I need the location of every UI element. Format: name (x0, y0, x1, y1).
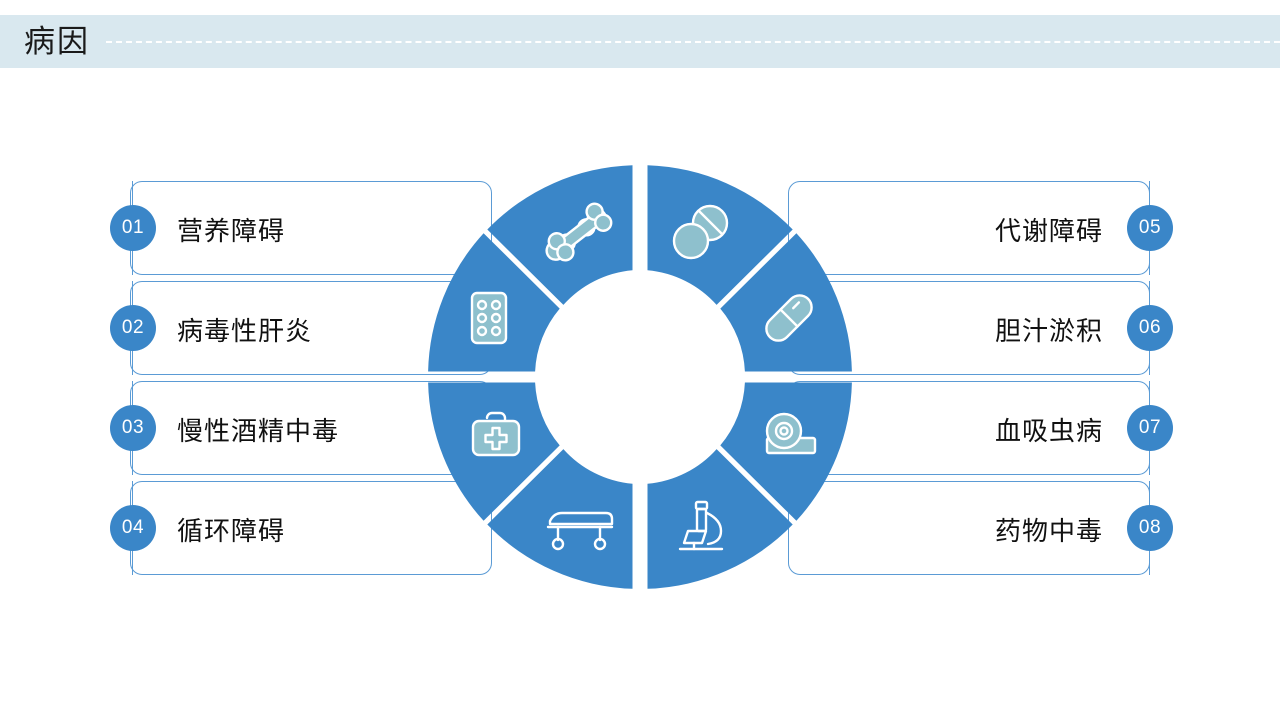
number-badge-03[interactable]: 03 (110, 405, 156, 451)
item-label-04: 循环障碍 (177, 515, 286, 546)
number-badge-07[interactable]: 07 (1127, 405, 1173, 451)
donut-segment-01[interactable] (487, 165, 633, 305)
number-badge-04[interactable]: 04 (110, 505, 156, 551)
stretcher-icon (546, 511, 614, 551)
item-label-02: 病毒性肝炎 (177, 315, 313, 346)
item-box-01[interactable]: 营养障碍 (130, 181, 492, 275)
bone-icon (545, 202, 613, 262)
item-label-05: 代谢障碍 (994, 215, 1103, 246)
tablets-icon (672, 204, 729, 260)
item-box-03[interactable]: 慢性酒精中毒 (130, 381, 492, 475)
donut-center-hole (535, 272, 745, 482)
microscope-icon (678, 500, 724, 551)
item-box-04[interactable]: 循环障碍 (130, 481, 492, 575)
donut-segment-08[interactable] (647, 449, 793, 589)
item-box-06[interactable]: 胆汁淤积 (788, 281, 1150, 375)
item-box-07[interactable]: 血吸虫病 (788, 381, 1150, 475)
number-badge-01[interactable]: 01 (110, 205, 156, 251)
page-title: 病因 (24, 24, 90, 59)
item-label-03: 慢性酒精中毒 (177, 415, 340, 446)
item-box-05[interactable]: 代谢障碍 (788, 181, 1150, 275)
item-label-01: 营养障碍 (177, 215, 286, 246)
header-dashed-rule (106, 41, 1280, 43)
donut-segment-04[interactable] (487, 449, 633, 589)
number-badge-05[interactable]: 05 (1127, 205, 1173, 251)
number-badge-06[interactable]: 06 (1127, 305, 1173, 351)
item-box-08[interactable]: 药物中毒 (788, 481, 1150, 575)
item-label-08: 药物中毒 (994, 515, 1103, 546)
number-badge-08[interactable]: 08 (1127, 505, 1173, 551)
item-label-06: 胆汁淤积 (994, 315, 1103, 346)
donut-segment-05[interactable] (647, 165, 793, 305)
item-box-02[interactable]: 病毒性肝炎 (130, 281, 492, 375)
number-badge-02[interactable]: 02 (110, 305, 156, 351)
item-label-07: 血吸虫病 (994, 415, 1103, 446)
